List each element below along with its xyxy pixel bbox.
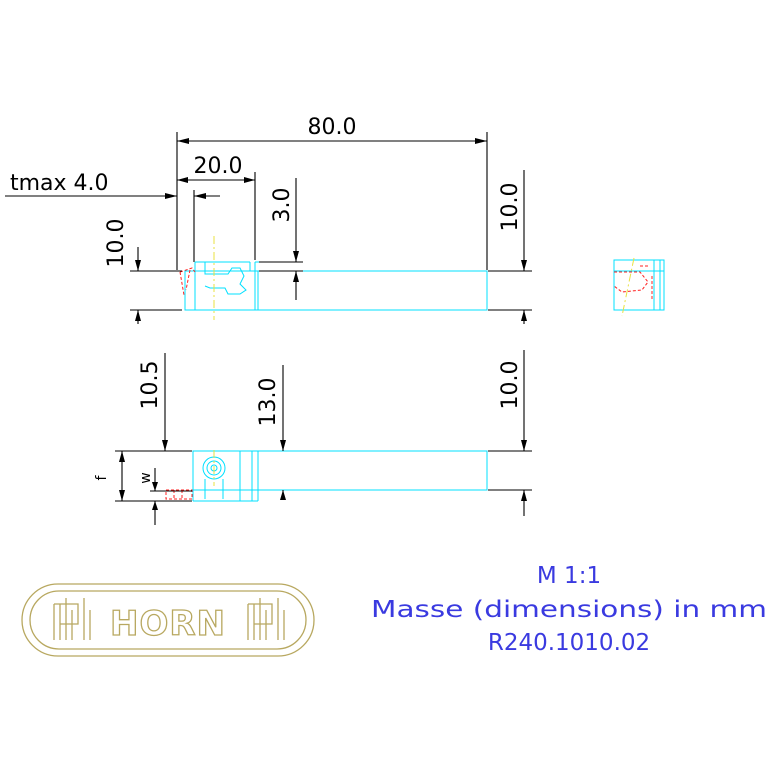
dimension-tmax: tmax 4.0 (10, 171, 109, 196)
units-note: Masse (dimensions) in mm (371, 597, 767, 623)
part-number: R240.1010.02 (488, 630, 650, 656)
dimension-f: f (94, 474, 110, 480)
top-view-body-outline (184, 270, 488, 311)
bottom-view: 10.5 13.0 10.0 f w (94, 350, 532, 525)
dimension-10-top-left: 10.0 (104, 219, 129, 268)
bottom-view-body-outline (192, 450, 488, 491)
horn-logo: HORN (21, 583, 315, 657)
dimension-10-top-right: 10.0 (498, 183, 523, 232)
dimension-10-5: 10.5 (138, 361, 163, 410)
dimension-w: w (138, 472, 154, 483)
dimension-10-bottom-right: 10.0 (498, 361, 523, 410)
dimension-80: 80.0 (308, 115, 357, 140)
title-notes: M 1:1 Masse (dimensions) in mm R240.1010… (371, 563, 767, 656)
top-view: 80.0 20.0 tmax 4.0 3.0 10.0 (5, 115, 532, 324)
dimension-20: 20.0 (194, 154, 243, 179)
dimension-3: 3.0 (270, 188, 295, 223)
end-view (613, 257, 665, 317)
dimension-13: 13.0 (256, 378, 281, 427)
logo-text: HORN (110, 604, 226, 644)
scale-note: M 1:1 (537, 563, 601, 589)
